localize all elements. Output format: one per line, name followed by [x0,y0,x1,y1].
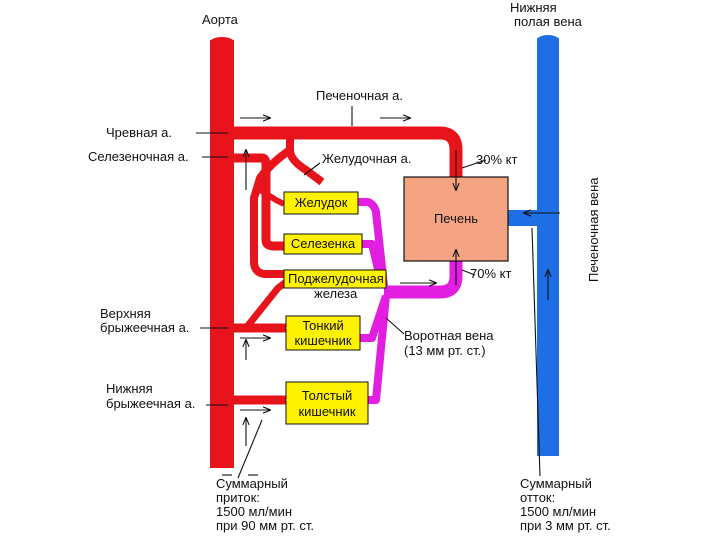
pointer-gastric [303,162,321,176]
gastric-label: Желудочная а. [322,151,412,166]
hepatic-vein-vessel [508,210,540,226]
ima-label-line2: брыжеечная а. [106,396,195,411]
inflow-label-line3: 1500 мл/мин [216,504,292,519]
ivc-top-cap [537,35,559,45]
inferior-vena-cava [537,38,559,456]
arterial-system [210,37,463,468]
splenic-artery-vessel [230,153,286,251]
pointer-inflow [237,419,263,479]
pct30-label: 30% кт [476,152,517,167]
flow-arrows [196,106,560,479]
pancreas: Поджелудочная железа [283,269,387,301]
outflow-label-line2: отток: [520,490,555,505]
large-intestine: Толстый кишечник [285,381,369,425]
pancreas-label-line2: железа [314,286,358,301]
pancreas-label-line1: Поджелудочная [288,271,384,286]
portal-from-stomach [358,198,388,287]
outflow-label-line1: Суммарный [520,476,592,491]
hepatic-artery-label: Печеночная а. [316,88,403,103]
liver-label: Печень [434,211,478,226]
portal-vein-trunk [384,260,463,299]
portal-from-large-intestine [368,295,390,404]
stomach-branch-left [250,146,293,278]
pct70-label: 70% кт [470,266,511,281]
pointer-outflow [531,227,541,477]
stomach-label: Желудок [295,195,348,210]
sma-to-pancreas [243,279,289,331]
inflow-label-line4: при 90 мм рт. ст. [216,518,314,533]
labels: Аорта Нижняя полая вена Печеночная а. Чр… [88,0,611,533]
pointer-pct30 [461,159,487,169]
spleen: Селезенка [283,233,363,255]
sma-label-line1: Верхняя [100,306,151,321]
large-intestine-label-line1: Толстый [302,388,353,403]
inflow-label-line1: Суммарный [216,476,288,491]
gastric-artery-vessel [286,138,325,186]
venous-system [508,35,559,456]
aorta-label: Аорта [202,12,239,27]
small-intestine: Тонкий кишечник [285,315,361,351]
outflow-label-line4: при 3 мм рт. ст. [520,518,611,533]
spleen-label: Селезенка [291,236,356,251]
ivc-label-line1: Нижняя [510,0,557,15]
splenic-label: Селезеночная а. [88,149,189,164]
pointer-portal [385,317,405,335]
small-intestine-label-line1: Тонкий [302,318,344,333]
inflow-label-line2: приток: [216,490,260,505]
ivc-label-line2: полая вена [514,14,583,29]
stomach: Желудок [283,191,359,215]
portal-label-line2: (13 мм рт. ст.) [404,343,486,358]
hepatic-vein-label: Печеночная вена [586,177,601,282]
aorta-top-cap [210,37,234,47]
portal-label-line1: Воротная вена [404,328,494,343]
small-intestine-label-line2: кишечник [294,333,351,348]
outflow-label-line3: 1500 мл/мин [520,504,596,519]
ima-label-line1: Нижняя [106,381,153,396]
spleen-branch [258,187,286,207]
celiac-label: Чревная а. [106,125,172,140]
hepatic-artery-vessel [230,126,463,178]
large-intestine-label-line2: кишечник [298,404,355,419]
pointer-pct70 [461,269,476,276]
sma-label-line2: брыжеечная а. [100,320,189,335]
